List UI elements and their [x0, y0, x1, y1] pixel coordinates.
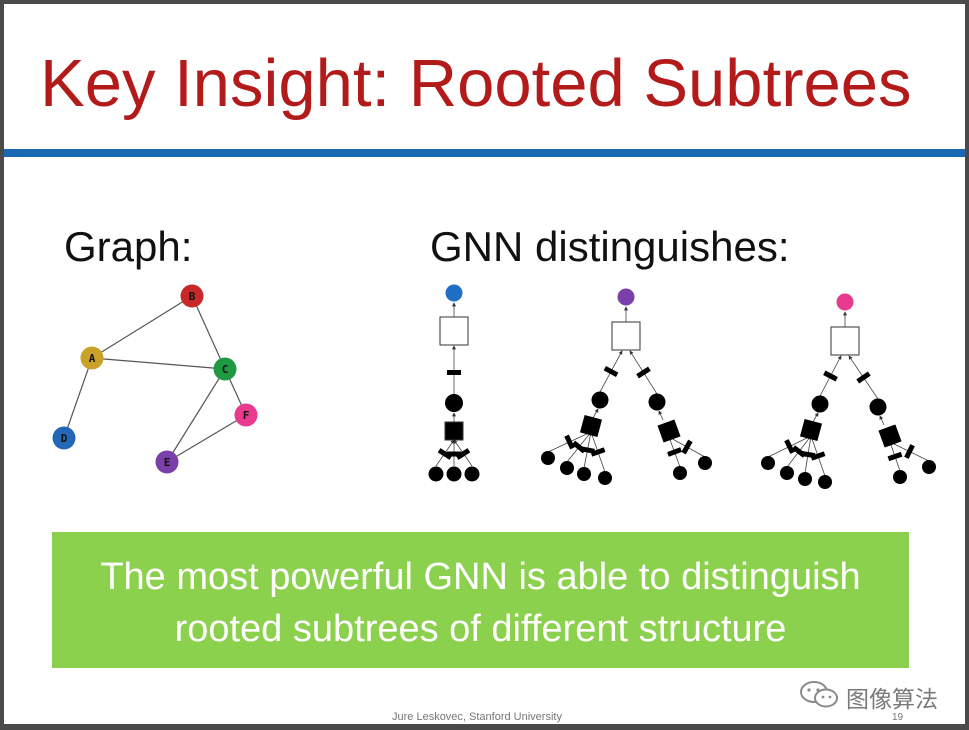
- aggregation-weight-bar: [681, 439, 693, 455]
- graph-edge: [91, 357, 226, 370]
- aggregation-weight-bar: [447, 370, 461, 375]
- tree-3-right-node: [869, 398, 887, 416]
- graph-edge: [166, 368, 226, 463]
- graph-heading: Graph:: [64, 223, 193, 270]
- slide-canvas: Key Insight: Rooted Subtrees Graph: GNN …: [4, 4, 965, 724]
- tree-edge: [812, 412, 819, 423]
- tree-1-level1-aggregator: [444, 421, 464, 441]
- tree-3-leaf: [893, 470, 907, 484]
- tree-edge: [658, 410, 664, 421]
- aggregation-weight-bar: [636, 366, 651, 379]
- graph-node-a: [80, 346, 104, 370]
- tree-1-aggregator-box: [439, 316, 469, 346]
- gnn-heading: GNN distinguishes:: [430, 223, 790, 270]
- tree-3-left-node: [811, 395, 829, 413]
- tree-1-leaf: [428, 466, 444, 482]
- tree-3-leaf: [780, 466, 794, 480]
- graph-node-label: F: [243, 409, 250, 422]
- tree-2-right-aggregator: [657, 419, 681, 443]
- rooted-subtrees-diagram: [428, 284, 936, 489]
- slide-title: Key Insight: Rooted Subtrees: [40, 46, 912, 121]
- insight-callout: The most powerful GNN is able to disting…: [52, 532, 909, 668]
- tree-3-leaf: [922, 460, 936, 474]
- aggregation-weight-bar: [823, 370, 838, 382]
- tree-2-left-aggregator: [579, 414, 603, 438]
- aggregation-weight-bar: [437, 448, 453, 460]
- graph-edge: [63, 357, 93, 439]
- aggregation-weight-bar: [590, 447, 606, 457]
- callout-text-line-1: The most powerful GNN is able to disting…: [100, 556, 861, 598]
- tree-2-leaf: [698, 456, 712, 470]
- tree-2-leaf: [577, 467, 591, 481]
- tree-edge: [879, 415, 885, 426]
- aggregation-weight-bar: [455, 448, 471, 460]
- example-graph: A B C D E F: [52, 284, 258, 474]
- wechat-icon: [800, 681, 838, 708]
- tree-2-leaf: [560, 461, 574, 475]
- tree-1-leaf: [464, 466, 480, 482]
- tree-3-aggregator-box: [830, 326, 860, 356]
- tree-2-leaf: [598, 471, 612, 485]
- graph-node-e: [155, 450, 179, 474]
- tree-2-aggregator-box: [611, 321, 641, 351]
- tree-1-leaf: [446, 466, 462, 482]
- tree-3-leaf: [798, 472, 812, 486]
- tree-3-root: [836, 293, 854, 311]
- graph-node-label: B: [189, 290, 196, 303]
- graph-edge: [166, 414, 247, 463]
- watermark-text: 图像算法: [846, 686, 938, 712]
- tree-2-left-node: [591, 391, 609, 409]
- tree-1-root: [445, 284, 463, 302]
- wechat-watermark: 图像算法: [798, 676, 948, 712]
- tree-2-leaf: [541, 451, 555, 465]
- aggregation-weight-bar: [904, 444, 915, 459]
- graph-edge: [191, 295, 226, 370]
- aggregation-weight-bar: [603, 365, 619, 378]
- graph-node-label: C: [222, 363, 229, 376]
- tree-2-right-node: [648, 393, 666, 411]
- tree-3-right-aggregator: [878, 424, 902, 448]
- callout-text-line-2: rooted subtrees of different structure: [174, 608, 787, 650]
- footer-author: Jure Leskovec, Stanford University: [392, 711, 562, 723]
- graph-edge: [91, 295, 193, 359]
- graph-node-c: [213, 357, 237, 381]
- graph-node-b: [180, 284, 204, 308]
- aggregation-weight-bar: [564, 434, 575, 450]
- tree-3-leaf: [818, 475, 832, 489]
- aggregation-weight-bar: [856, 371, 871, 384]
- aggregation-weight-bar: [810, 451, 826, 461]
- aggregation-weight-bar: [887, 451, 903, 462]
- tree-1-level1-node: [445, 394, 463, 412]
- aggregation-weight-bar: [784, 439, 795, 454]
- graph-node-d: [52, 426, 76, 450]
- tree-2-leaf: [673, 466, 687, 480]
- graph-node-f: [234, 403, 258, 427]
- tree-3-leaf: [761, 456, 775, 470]
- title-divider: [4, 149, 965, 157]
- tree-2-root: [617, 288, 635, 306]
- page-number: 19: [892, 712, 904, 723]
- tree-3-left-aggregator: [799, 418, 823, 442]
- tree-edge: [592, 408, 599, 419]
- aggregation-weight-bar: [667, 447, 682, 457]
- graph-node-label: D: [61, 432, 68, 445]
- graph-node-label: A: [89, 352, 96, 365]
- graph-node-label: E: [164, 456, 171, 469]
